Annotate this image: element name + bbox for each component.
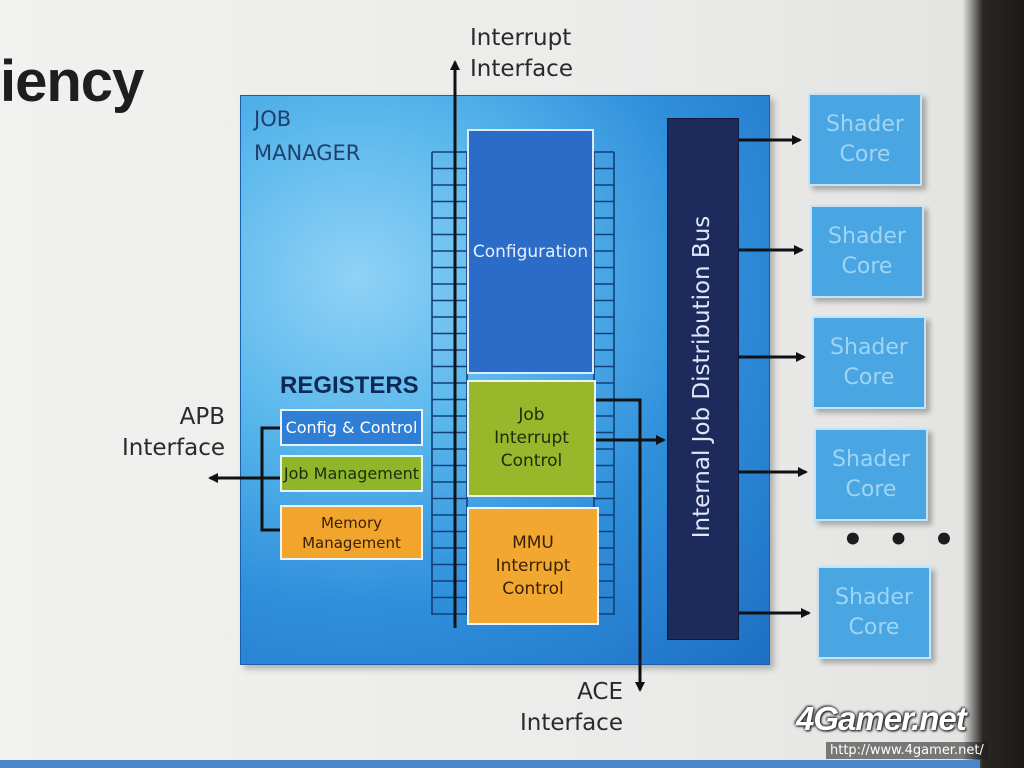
shader-core-1-line1: Shader [826, 111, 904, 137]
register-config-control: Config & Control [280, 409, 423, 446]
interrupt-interface-line2: Interface [470, 56, 573, 82]
job-interrupt-control-block: Job Interrupt Control [467, 380, 596, 497]
apb-interface-line1: APB [179, 404, 225, 430]
shader-core-5-line2: Core [848, 614, 900, 640]
watermark-url: http://www.4gamer.net/ [826, 742, 988, 759]
register-config-control-label: Config & Control [285, 418, 418, 437]
configuration-label: Configuration [472, 241, 589, 262]
register-memory-management: Memory Management [280, 505, 423, 560]
apb-interface-line2: Interface [122, 435, 225, 461]
bus-label: Internal Job Distribution Bus [689, 215, 715, 539]
mmu-interrupt-line1: MMU [512, 532, 554, 553]
interrupt-interface-label: Interrupt Interface [470, 23, 573, 85]
job-interrupt-line1: Job [518, 405, 545, 425]
more-shader-cores-ellipsis: • • • [842, 520, 961, 560]
left-register-grid [431, 151, 468, 615]
shader-core-3-line2: Core [843, 364, 895, 390]
mmu-interrupt-line2: Interrupt [495, 555, 571, 576]
mmu-interrupt-line3: Control [502, 578, 564, 599]
shader-core-1-line2: Core [839, 141, 891, 167]
shader-core-2-line2: Core [841, 253, 893, 279]
shader-core-3-line1: Shader [830, 334, 908, 360]
register-memory-management-line1: Memory [320, 513, 382, 532]
internal-job-distribution-bus [667, 118, 739, 640]
ace-interface-connector [596, 398, 645, 692]
mmu-interrupt-control-block: MMU Interrupt Control [467, 507, 599, 625]
ace-interface-label: ACE Interface [520, 677, 623, 739]
shader-core-2-line1: Shader [828, 223, 906, 249]
shader-core-4-line1: Shader [832, 446, 910, 472]
shader-core-4-line2: Core [845, 476, 897, 502]
register-job-management: Job Management [280, 455, 423, 492]
shader-core-5-line1: Shader [835, 584, 913, 610]
configuration-block: Configuration [467, 129, 594, 374]
job-manager-title-line1: JOB [254, 107, 292, 131]
register-job-management-label: Job Management [283, 464, 420, 483]
job-interrupt-line2: Interrupt [494, 428, 569, 448]
job-interrupt-line3: Control [500, 451, 563, 471]
job-manager-title: JOB MANAGER [254, 102, 360, 170]
slide-title-fragment: iency [0, 49, 144, 114]
apb-interface-label: APB Interface [120, 402, 225, 464]
slide-bottom-strip [0, 760, 980, 768]
registers-heading: REGISTERS [280, 372, 419, 399]
interrupt-interface-line1: Interrupt [470, 25, 572, 51]
ace-interface-line2: Interface [520, 710, 623, 736]
register-memory-management-line2: Management [302, 533, 401, 552]
watermark-logo: 4Gamer.net [796, 700, 967, 737]
job-manager-title-line2: MANAGER [254, 141, 361, 165]
ace-interface-line1: ACE [577, 679, 623, 705]
